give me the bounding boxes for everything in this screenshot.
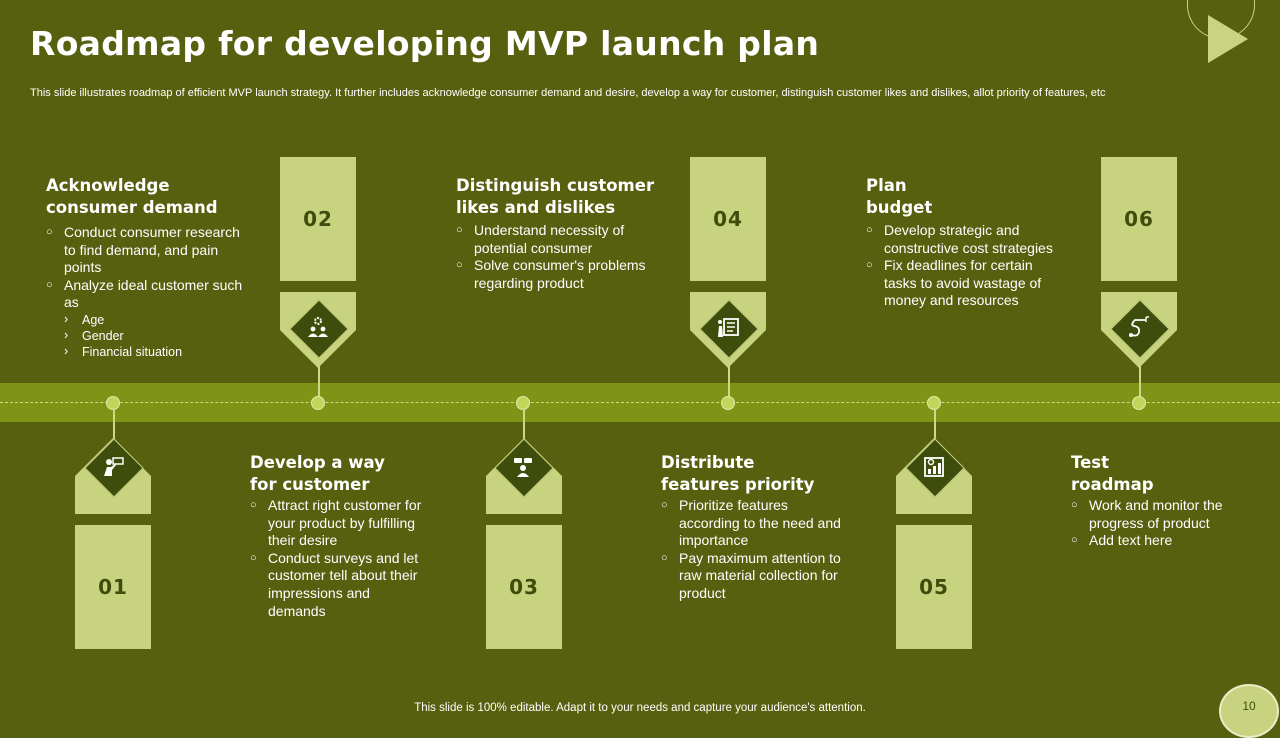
presenter-icon — [93, 447, 133, 487]
list-item: Understand necessity of potential consum… — [456, 222, 646, 257]
list-item: Pay maximum attention to raw material co… — [661, 550, 851, 603]
step-5-number: 05 — [896, 525, 972, 649]
step-3-heading: Distinguish customer likes and dislikes — [456, 176, 655, 217]
checklist-board-icon — [708, 308, 748, 348]
list-item: Solve consumer's problems regarding prod… — [456, 257, 646, 292]
timeline-dot-6 — [1132, 396, 1146, 410]
list-item: Develop strategic and constructive cost … — [866, 222, 1061, 257]
timeline-dot-4 — [721, 396, 735, 410]
step-5-heading: Plan budget — [866, 176, 933, 217]
step-4-bullets: Prioritize features according to the nee… — [661, 497, 851, 603]
step-2-bullets: Attract right customer for your product … — [250, 497, 425, 620]
step-6-bullets: Work and monitor the progress of product… — [1071, 497, 1251, 550]
play-icon — [1208, 15, 1248, 63]
route-path-icon — [1119, 308, 1159, 348]
step-1-sub-bullets: Age Gender Financial situation — [64, 311, 246, 360]
connector-5 — [934, 408, 936, 440]
connector-1 — [113, 408, 115, 440]
timeline-dot-2 — [311, 396, 325, 410]
list-item: Fix deadlines for certain tasks to avoid… — [866, 257, 1061, 310]
list-item: Age — [64, 311, 246, 328]
footer-note: This slide is 100% editable. Adapt it to… — [414, 702, 866, 714]
list-item: Conduct surveys and let customer tell ab… — [250, 550, 425, 620]
list-item: Analyze ideal customer such as Age Gende… — [46, 277, 246, 360]
step-4-heading: Distribute features priority — [661, 453, 815, 494]
connector-4 — [728, 366, 730, 400]
connector-3 — [523, 408, 525, 440]
step-1-number: 01 — [75, 525, 151, 649]
slide-subtitle: This slide illustrates roadmap of effici… — [30, 87, 1106, 99]
list-item: Add text here — [1071, 532, 1251, 550]
step-6-number: 06 — [1101, 157, 1177, 281]
connector-6 — [1139, 366, 1141, 400]
step-3-bullets: Understand necessity of potential consum… — [456, 222, 646, 292]
connector-2 — [318, 366, 320, 400]
step-6-heading: Test roadmap — [1071, 453, 1154, 494]
team-gear-icon — [298, 308, 338, 348]
list-item: Gender — [64, 327, 246, 344]
list-item: Financial situation — [64, 343, 246, 360]
step-2-number: 02 — [280, 157, 356, 281]
step-4-number: 04 — [690, 157, 766, 281]
customer-feedback-icon — [503, 447, 543, 487]
list-item: Attract right customer for your product … — [250, 497, 425, 550]
step-1-heading: Acknowledge consumer demand — [46, 176, 218, 217]
list-item: Prioritize features according to the nee… — [661, 497, 851, 550]
step-3-number: 03 — [486, 525, 562, 649]
step-2-heading: Develop a way for customer — [250, 453, 385, 494]
page-number: 10 — [1219, 684, 1279, 738]
step-1-bullets: Conduct consumer research to find demand… — [46, 224, 246, 360]
list-item: Work and monitor the progress of product — [1071, 497, 1251, 532]
chart-analysis-icon — [914, 447, 954, 487]
step-5-bullets: Develop strategic and constructive cost … — [866, 222, 1061, 310]
timeline-dashed-line — [0, 402, 1280, 403]
list-item: Conduct consumer research to find demand… — [46, 224, 246, 277]
slide-title: Roadmap for developing MVP launch plan — [30, 24, 820, 63]
